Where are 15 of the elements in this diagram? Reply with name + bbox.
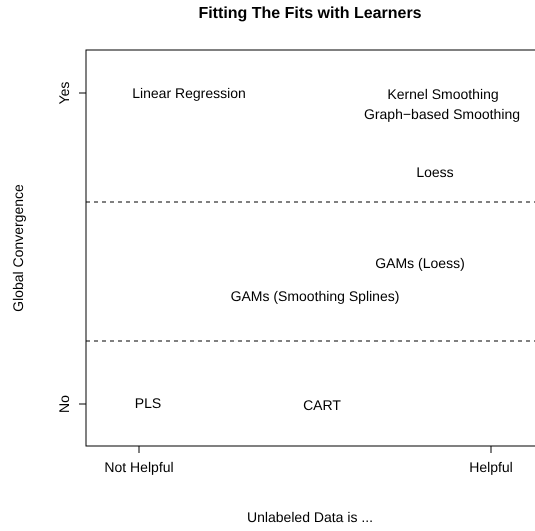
- tick-label: Not Helpful: [104, 460, 174, 474]
- method-label: Graph−based Smoothing: [364, 107, 520, 121]
- axis-title: Unlabeled Data is ...: [246, 510, 374, 524]
- method-label: Kernel Smoothing: [387, 87, 499, 101]
- chart-title: Fitting The Fits with Learners: [198, 5, 422, 23]
- axis-title: Global Convergence: [11, 184, 25, 312]
- tick-label: Yes: [57, 82, 71, 104]
- method-label: Loess: [416, 165, 454, 179]
- method-label: GAMs (Smoothing Splines): [230, 289, 400, 303]
- method-label: GAMs (Loess): [375, 256, 465, 270]
- tick-label: Helpful: [469, 460, 513, 474]
- method-label: Linear Regression: [132, 86, 246, 100]
- method-label: CART: [303, 398, 341, 412]
- tick-label: No: [57, 395, 71, 413]
- method-label: PLS: [134, 396, 162, 410]
